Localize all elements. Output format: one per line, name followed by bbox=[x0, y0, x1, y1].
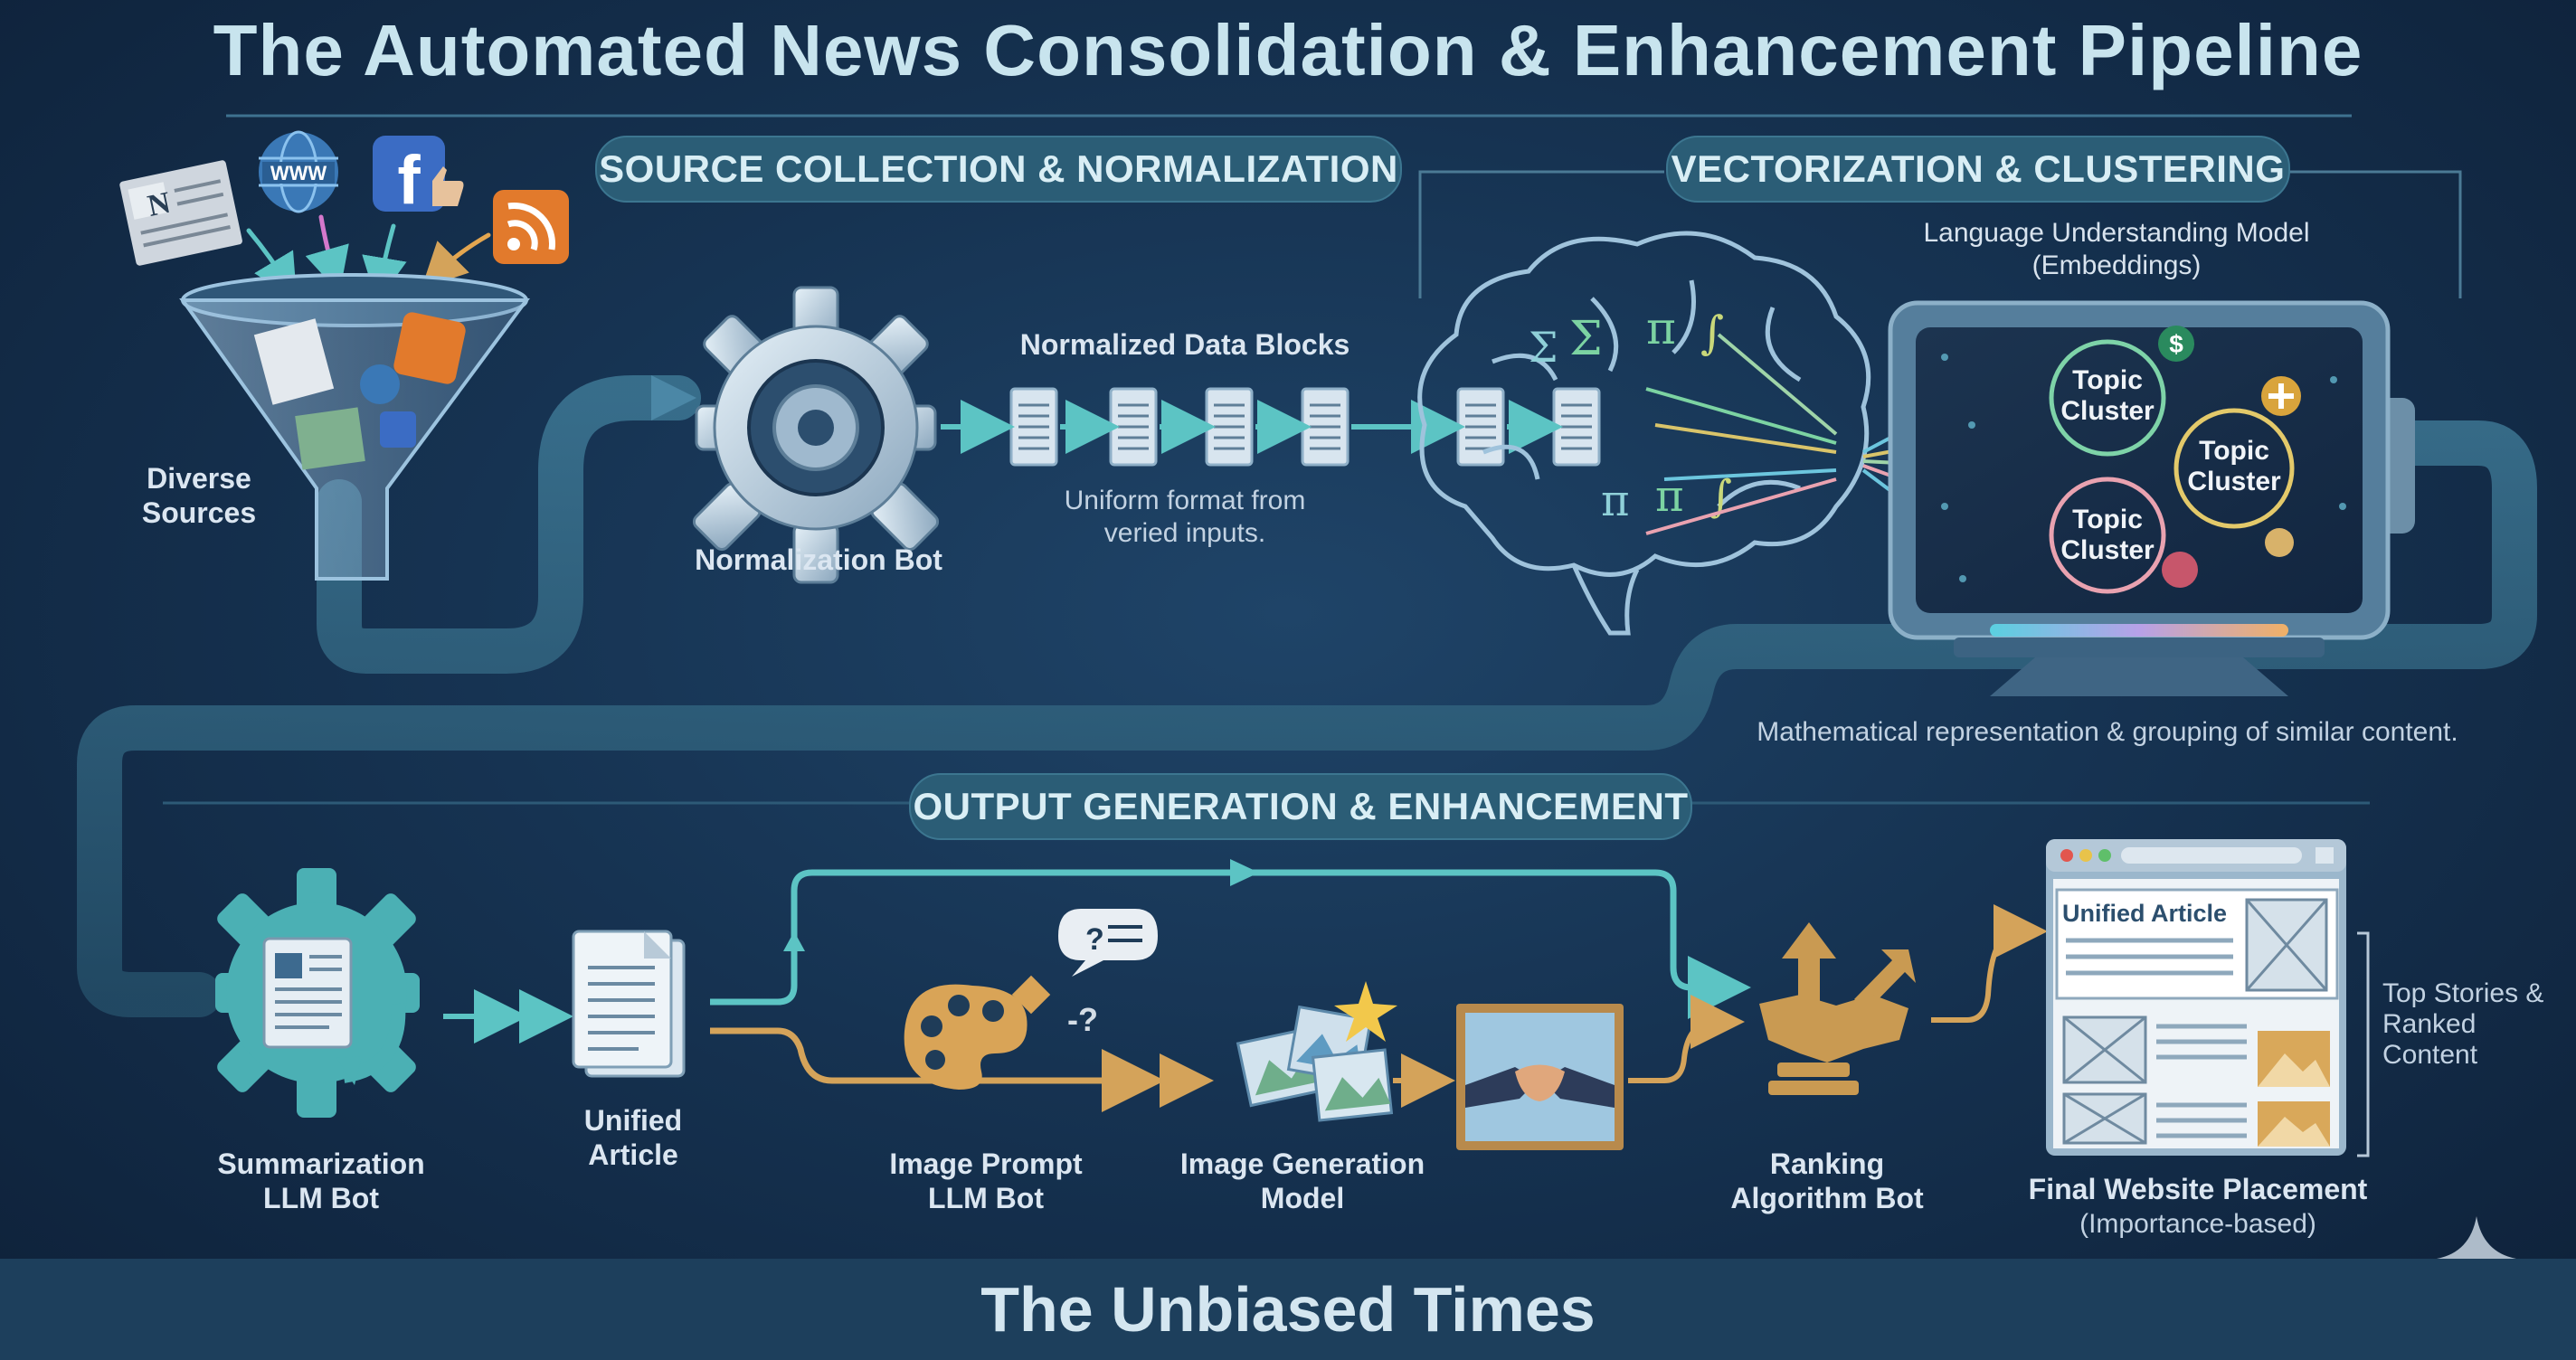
data-block-icons bbox=[1009, 387, 1601, 467]
topic-cluster-1: Topic Cluster bbox=[2060, 365, 2155, 426]
funnel-icon bbox=[179, 273, 530, 581]
topic-cluster-2: Topic Cluster bbox=[2187, 436, 2281, 496]
svg-text:π: π bbox=[1601, 476, 1630, 526]
label-ranking-bot: Ranking Algorithm Bot bbox=[1730, 1148, 1924, 1214]
facebook-icon: f bbox=[373, 136, 464, 219]
svg-text:-?: -? bbox=[1067, 1001, 1098, 1038]
svg-text:WWW: WWW bbox=[270, 162, 327, 184]
person-badge-icon bbox=[2265, 528, 2294, 557]
svg-text:?: ? bbox=[1085, 922, 1104, 957]
page-title: The Automated News Consolidation & Enhan… bbox=[213, 10, 2363, 90]
handshake-image-icon bbox=[1456, 1004, 1624, 1150]
website-article-heading: Unified Article bbox=[2062, 900, 2228, 927]
ranking-icon bbox=[1759, 922, 1916, 1095]
section-pill-source: SOURCE COLLECTION & NORMALIZATION bbox=[595, 136, 1402, 203]
label-unified-article: Unified Article bbox=[583, 1104, 683, 1171]
website-mockup bbox=[2046, 839, 2346, 1156]
gold-branch bbox=[710, 1027, 1165, 1112]
svg-text:Σ: Σ bbox=[1569, 312, 1603, 366]
dollar-badge-icon bbox=[2158, 326, 2194, 362]
newspaper-icon: N bbox=[119, 160, 242, 266]
palette-icon bbox=[904, 975, 1051, 1090]
footer-title: The Unbiased Times bbox=[980, 1274, 1596, 1345]
flow-tube bbox=[77, 375, 2537, 1017]
label-diverse-sources: Diverse Sources bbox=[141, 462, 257, 529]
topic-cluster-3: Topic Cluster bbox=[2060, 505, 2155, 565]
teal-branch bbox=[710, 869, 1751, 1019]
label-image-prompt-bot: Image Prompt LLM Bot bbox=[889, 1148, 1083, 1214]
brain-icon bbox=[1417, 231, 1871, 636]
unified-article-doc-icon bbox=[572, 930, 686, 1078]
label-summarization-bot: Summarization LLM Bot bbox=[217, 1148, 425, 1214]
svg-text:$: $ bbox=[2169, 330, 2183, 358]
rss-icon bbox=[493, 190, 569, 264]
image-generation-icon bbox=[1236, 981, 1397, 1122]
handshake-badge-icon bbox=[2162, 552, 2198, 588]
brain-math-symbols: Σ Σ π ∫ π π ∫ bbox=[1529, 302, 1732, 526]
cluster-ring-1 bbox=[2049, 339, 2166, 457]
label-final-placement-sub: (Importance-based) bbox=[2079, 1209, 2316, 1239]
cluster-ring-3 bbox=[2049, 477, 2166, 594]
bracket bbox=[2357, 931, 2370, 1157]
note-data-blocks: Uniform format from veried inputs. bbox=[1064, 486, 1306, 548]
label-final-placement: Final Website Placement bbox=[2028, 1173, 2368, 1205]
section-pill-vector: VECTORIZATION & CLUSTERING bbox=[1666, 136, 2290, 203]
note-vectorization: Mathematical representation & grouping o… bbox=[1757, 717, 2458, 747]
svg-text:Σ: Σ bbox=[1529, 323, 1558, 372]
gear-icon bbox=[692, 286, 940, 584]
cluster-ring-2 bbox=[2174, 408, 2295, 529]
label-normalization-bot: Normalization Bot bbox=[695, 543, 942, 576]
svg-text:∫: ∫ bbox=[1700, 307, 1724, 359]
vector-section-frame bbox=[1418, 170, 2462, 298]
summarization-gear-icon bbox=[215, 868, 420, 1118]
svg-text:f: f bbox=[397, 142, 421, 219]
label-top-stories: Top Stories & Ranked Content bbox=[2382, 978, 2544, 1070]
label-data-blocks: Normalized Data Blocks bbox=[1019, 328, 1350, 361]
label-language-model: Language Understanding Model (Embeddings… bbox=[1923, 218, 2310, 280]
svg-text:π: π bbox=[1646, 302, 1676, 354]
label-image-generation-model: Image Generation Model bbox=[1179, 1148, 1425, 1214]
www-icon: WWW bbox=[259, 130, 338, 213]
footer-banner: The Unbiased Times bbox=[0, 1259, 2576, 1360]
section-pill-output: OUTPUT GENERATION & ENHANCEMENT bbox=[909, 773, 1692, 840]
monitor-icon bbox=[1888, 300, 2415, 696]
speech-bubble-icon: ? bbox=[1058, 909, 1158, 977]
